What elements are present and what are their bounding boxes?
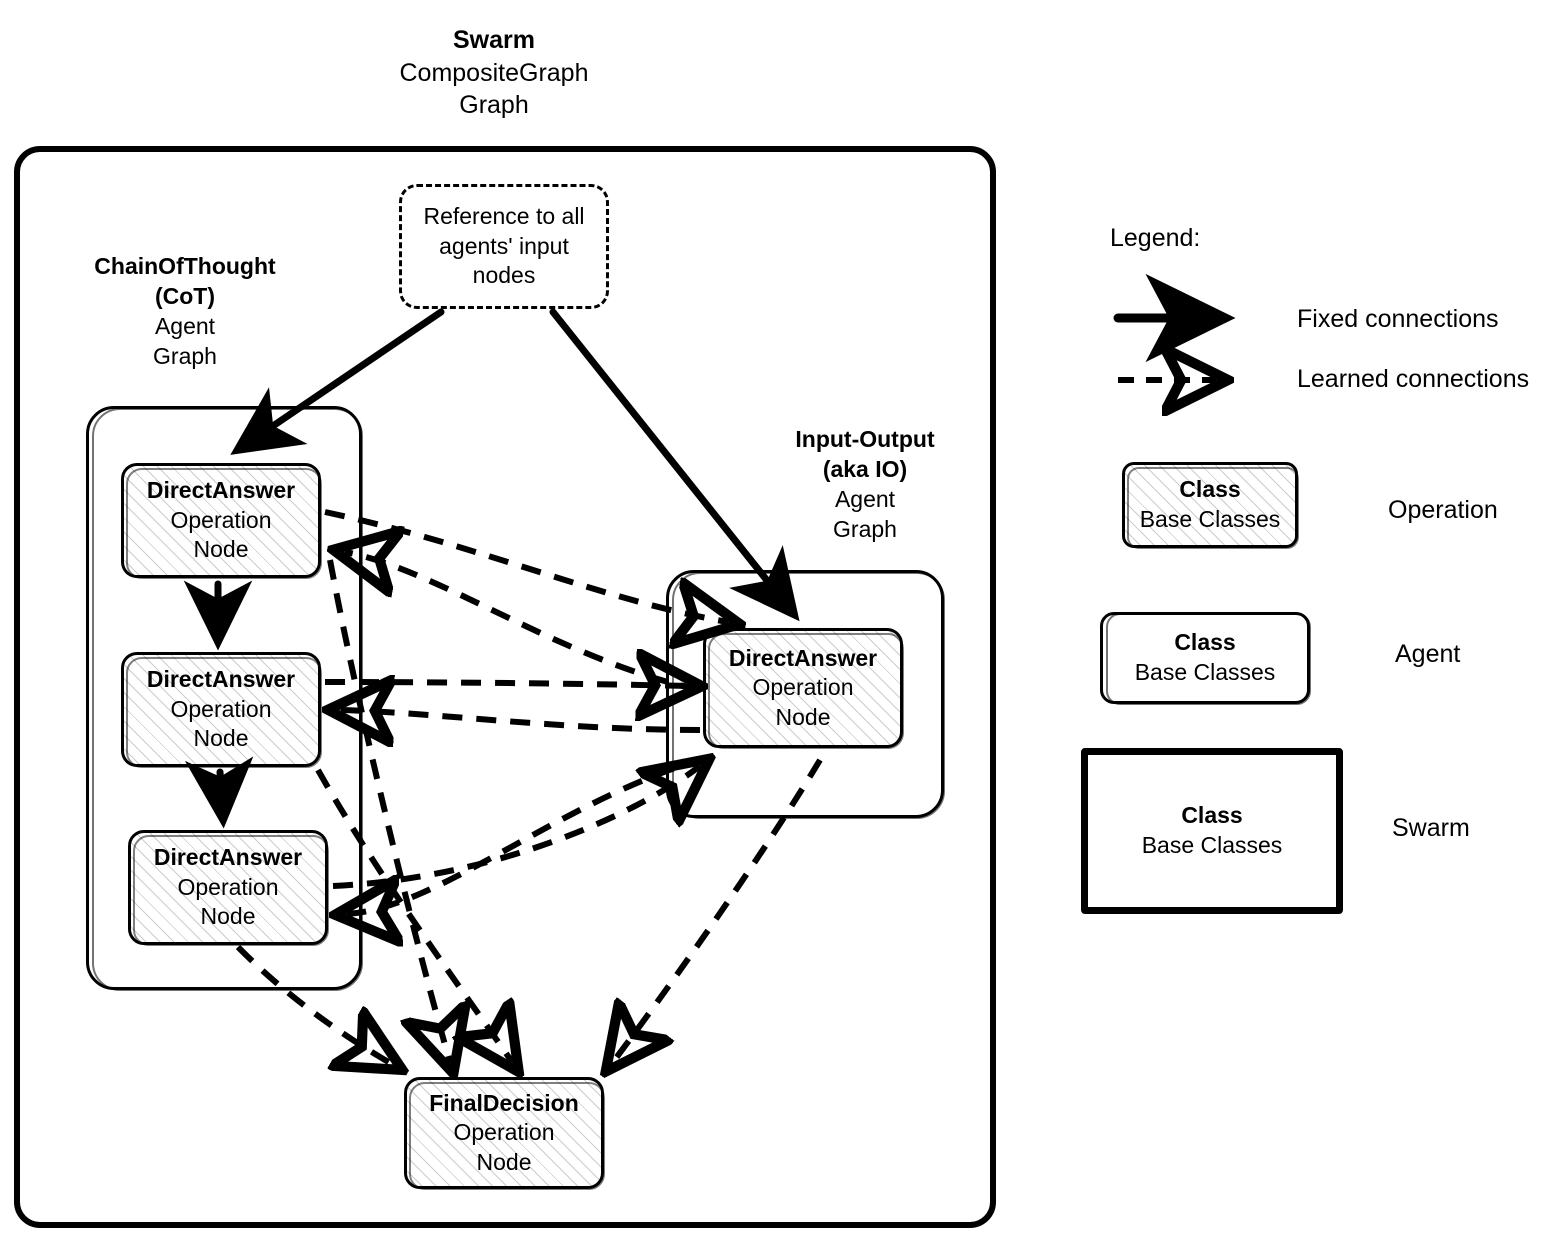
- io-class-name: Input-Output: [795, 426, 935, 452]
- swarm-base-2: Graph: [459, 91, 529, 119]
- io-class-alias: (aka IO): [822, 455, 908, 482]
- node-cot-1-base-2: Node: [193, 536, 249, 563]
- node-cot-3-class: DirectAnswer: [153, 844, 303, 871]
- legend-operation-base: Base Classes: [1139, 506, 1281, 532]
- legend-agent-class: Class: [1174, 629, 1236, 656]
- node-cot-3-base-1: Operation: [177, 873, 279, 900]
- legend-swatch-operation: Class Base Classes: [1122, 462, 1299, 549]
- node-cot-2-base-1: Operation: [170, 695, 272, 722]
- legend-agent-label: Agent: [1395, 640, 1461, 668]
- legend-fixed-label: Fixed connections: [1297, 305, 1499, 333]
- node-cot-2-class: DirectAnswer: [146, 666, 296, 693]
- node-cot-1-base-1: Operation: [170, 506, 272, 533]
- node-final-decision-base-1: Operation: [453, 1119, 555, 1146]
- swarm-class-name: Swarm: [453, 26, 535, 54]
- legend-swatch-agent: Class Base Classes: [1100, 612, 1311, 705]
- node-final-decision-base-2: Node: [476, 1148, 532, 1175]
- cot-base-2: Graph: [153, 342, 217, 369]
- legend-swarm-base: Base Classes: [1141, 832, 1283, 858]
- node-final-decision: FinalDecision Operation Node: [404, 1077, 605, 1190]
- legend-operation-label: Operation: [1388, 496, 1498, 524]
- node-io-1-base-1: Operation: [752, 674, 854, 701]
- node-cot-1-class: DirectAnswer: [146, 477, 296, 504]
- swarm-title: Swarm CompositeGraph Graph: [344, 24, 644, 122]
- cot-agent-title: ChainOfThought (CoT) Agent Graph: [60, 252, 310, 372]
- legend-operation-class: Class: [1179, 476, 1241, 503]
- node-io-1-class: DirectAnswer: [728, 644, 878, 671]
- io-agent-title: Input-Output (aka IO) Agent Graph: [740, 425, 990, 545]
- io-base-2: Graph: [833, 515, 897, 542]
- swarm-base-1: CompositeGraph: [399, 58, 589, 87]
- legend-learned-label: Learned connections: [1297, 365, 1530, 393]
- legend-swarm-label: Swarm: [1392, 814, 1470, 842]
- reference-note-text: Reference to all agents' input nodes: [423, 202, 585, 289]
- node-cot-2: DirectAnswer Operation Node: [121, 652, 322, 768]
- node-final-decision-class: FinalDecision: [429, 1089, 579, 1116]
- legend-swatch-swarm: Class Base Classes: [1081, 748, 1343, 914]
- legend-swarm-class: Class: [1181, 802, 1243, 829]
- cot-class-name: ChainOfThought: [94, 253, 276, 279]
- cot-base-1: Agent: [154, 312, 216, 339]
- node-io-1: DirectAnswer Operation Node: [703, 628, 904, 749]
- node-cot-3: DirectAnswer Operation Node: [128, 830, 329, 946]
- cot-class-alias: (CoT): [154, 282, 216, 309]
- node-cot-3-base-2: Node: [200, 903, 256, 930]
- reference-note-box: Reference to all agents' input nodes: [399, 184, 609, 309]
- node-cot-2-base-2: Node: [193, 725, 249, 752]
- io-base-1: Agent: [834, 485, 896, 512]
- legend-agent-base: Base Classes: [1134, 659, 1276, 685]
- node-cot-1: DirectAnswer Operation Node: [121, 463, 322, 579]
- legend-heading: Legend:: [1110, 224, 1201, 252]
- node-io-1-base-2: Node: [775, 703, 831, 730]
